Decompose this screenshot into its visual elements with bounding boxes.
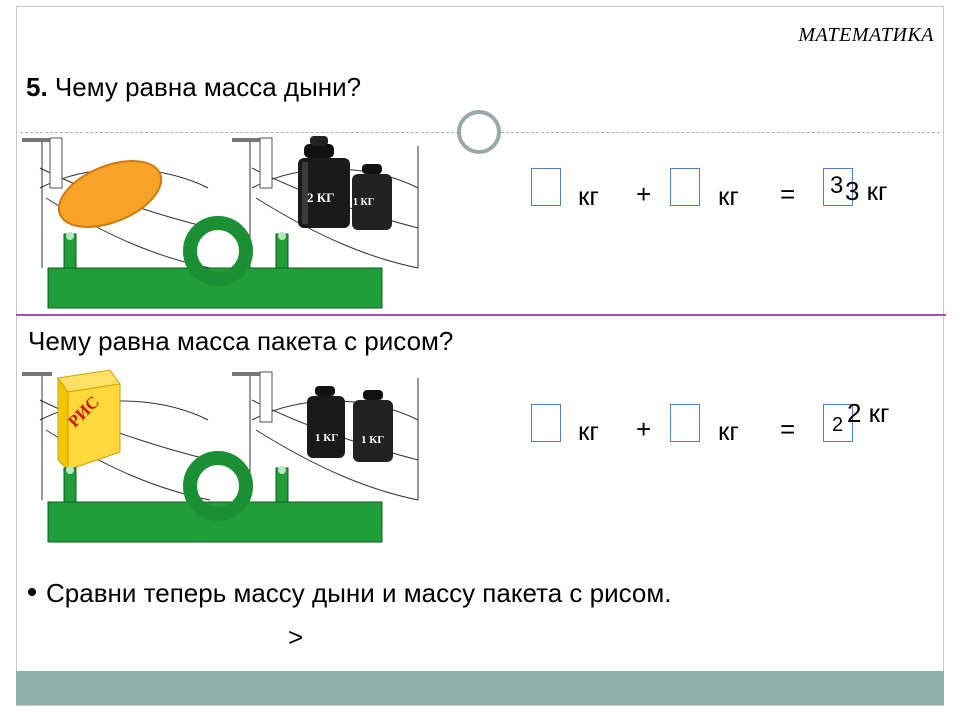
weight-1kg-label: 1 КГ <box>353 197 375 208</box>
weight-1kg-a <box>307 386 345 458</box>
eq1-unit-a: кг <box>578 181 599 211</box>
compare-text: Сравни теперь массу дыни и массу пакета … <box>46 578 672 608</box>
eq1-answer: 3 кг <box>845 176 888 206</box>
eq2-input-result[interactable] <box>823 404 853 442</box>
eq1-input-result[interactable] <box>823 168 853 206</box>
weight-2kg-label: 2 КГ <box>307 190 335 205</box>
scale-ring <box>183 216 253 286</box>
eq2-result-typed: 2 <box>832 414 844 436</box>
eq2-plus: + <box>636 414 652 444</box>
eq1-result-typed: 3 <box>830 172 844 199</box>
subject-title: МАТЕМАТИКА <box>798 24 934 46</box>
eq2-input-a[interactable] <box>531 404 561 442</box>
slide-frame <box>16 6 944 706</box>
weight-2kg <box>298 136 350 228</box>
bullet-icon <box>28 588 36 597</box>
melon <box>57 160 163 228</box>
eq1-equals: = <box>780 179 796 209</box>
ring-decoration <box>457 110 501 154</box>
question-rice: Чему равна масса пакета с рисом? <box>28 326 454 356</box>
weight-1kg-b-label: 1 КГ <box>361 434 385 446</box>
eq2-equals: = <box>780 414 796 444</box>
eq1-plus: + <box>636 179 652 209</box>
bottom-bar <box>16 671 944 705</box>
question-melon: 5. Чему равна масса дыни? <box>26 72 361 103</box>
weight-1kg <box>352 164 392 230</box>
eq2-unit-b: кг <box>718 416 739 446</box>
scale-rice <box>22 369 419 543</box>
scale-melon <box>22 136 419 309</box>
eq2-unit-a: кг <box>578 416 599 446</box>
task-number: 5. <box>26 72 48 102</box>
compare-instruction: Сравни теперь массу дыни и массу пакета … <box>28 578 671 609</box>
weight-1kg-a-label: 1 КГ <box>315 432 339 444</box>
weight-1kg-b <box>353 390 393 462</box>
question-melon-text: Чему равна масса дыни? <box>54 72 362 102</box>
eq1-input-a[interactable] <box>531 168 561 206</box>
eq1-input-b[interactable] <box>670 168 700 206</box>
section-divider <box>16 314 946 316</box>
eq2-input-b[interactable] <box>670 404 700 442</box>
compare-sign: > <box>288 622 304 652</box>
eq1-unit-b: кг <box>718 181 739 211</box>
eq2-answer: 2 кг <box>847 398 890 428</box>
rice-package <box>57 369 121 472</box>
